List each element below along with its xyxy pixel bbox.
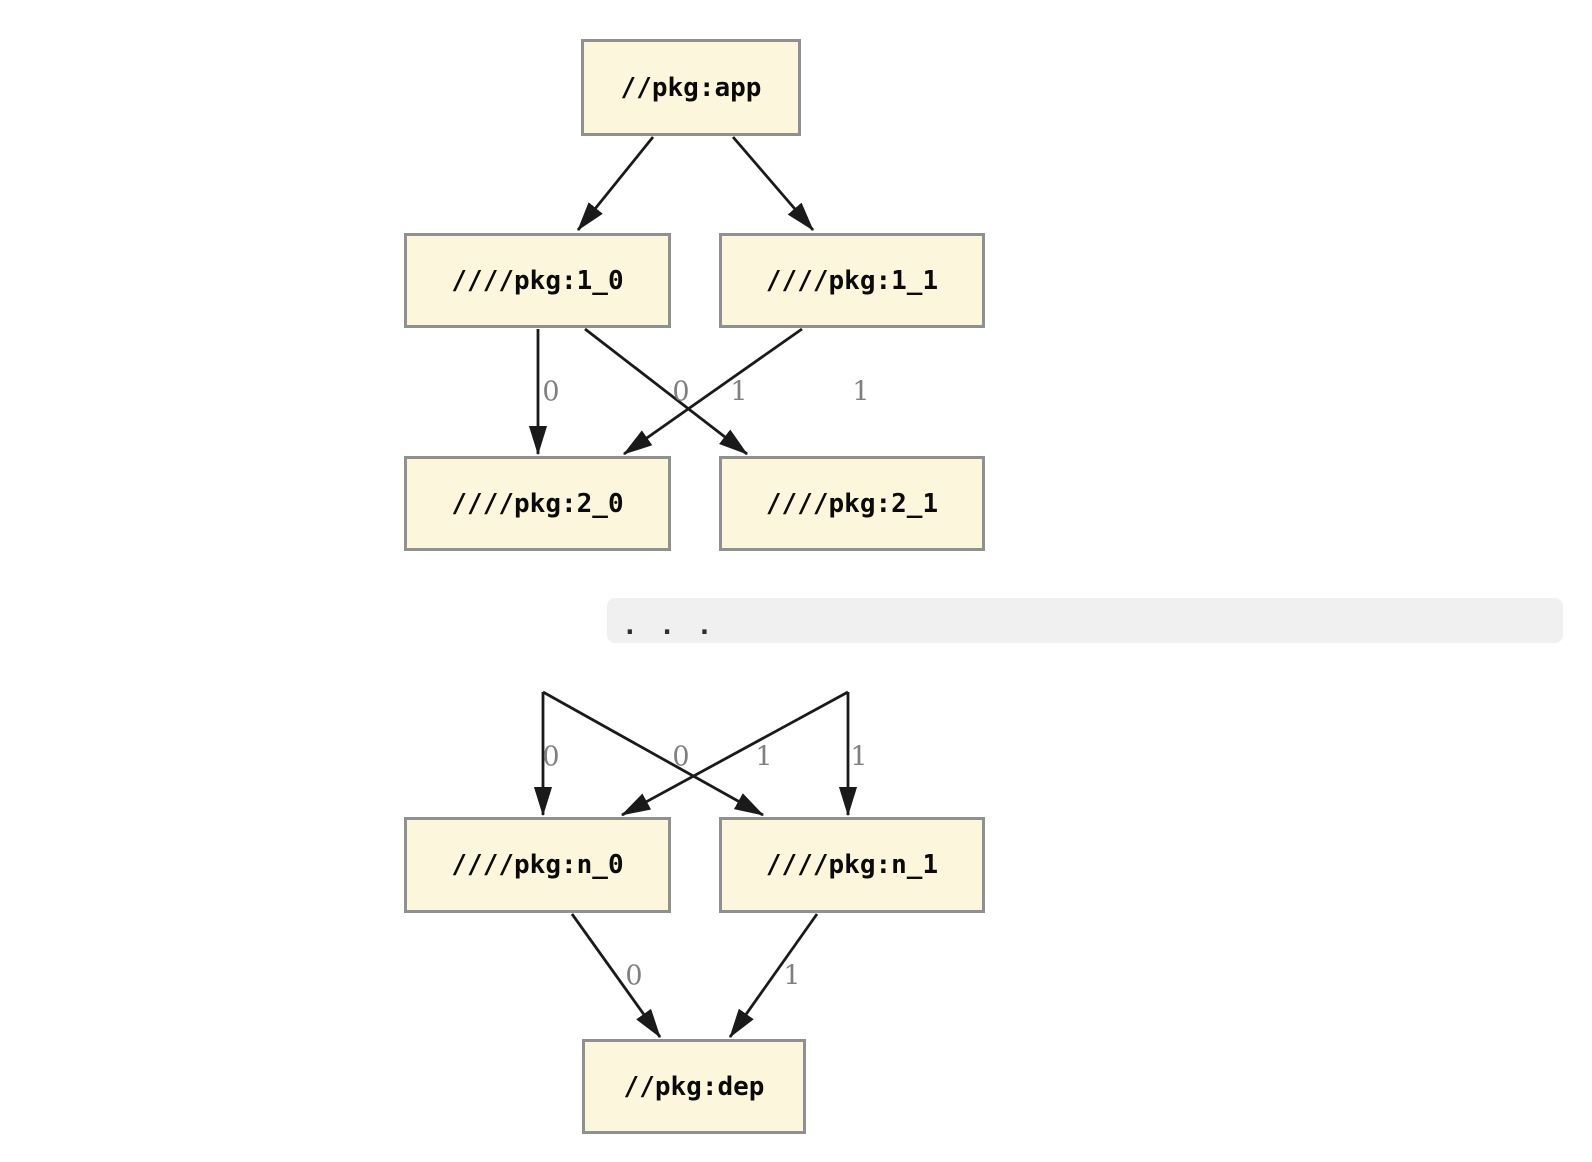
node-pkg-1_1-label: ////pkg:1_1 — [765, 265, 939, 296]
edge-1_0-to-2_1 — [584, 327, 748, 456]
node-pkg-app: //pkg:app — [581, 39, 801, 136]
edge-n_0-to-dep — [570, 913, 662, 1038]
node-pkg-app-label: //pkg:app — [620, 72, 762, 103]
edge-label-1_0-to-2_1: 1 — [730, 376, 748, 408]
ellipsis-text: . . . — [622, 610, 716, 641]
node-pkg-dep: //pkg:dep — [582, 1039, 806, 1134]
node-pkg-1_0: ////pkg:1_0 — [404, 233, 671, 328]
edge-label-mid-right-to-n_0: 0 — [672, 741, 690, 773]
ellipsis-band: . . . — [607, 598, 1563, 643]
edge-label-1_0-to-2_0: 0 — [542, 376, 560, 408]
node-pkg-n_0-label: ////pkg:n_0 — [451, 850, 624, 880]
node-pkg-n_1-label: ////pkg:n_1 — [765, 850, 939, 880]
edge-label-n_1-to-dep: 1 — [783, 960, 801, 992]
edge-1_1-to-2_0 — [623, 327, 803, 456]
edge-n_1-to-dep — [728, 913, 819, 1038]
node-pkg-n_1: ////pkg:n_1 — [719, 817, 985, 913]
node-pkg-1_1: ////pkg:1_1 — [719, 233, 985, 328]
node-pkg-dep-label: //pkg:dep — [623, 1071, 765, 1102]
node-pkg-2_1: ////pkg:2_1 — [719, 456, 985, 551]
node-pkg-2_1-label: ////pkg:2_1 — [765, 488, 939, 519]
edge-app-to-1_0 — [576, 136, 655, 231]
edge-app-to-1_1 — [731, 136, 815, 231]
node-pkg-n_0: ////pkg:n_0 — [404, 817, 671, 913]
edge-mid-left-to-n_1 — [542, 690, 765, 817]
node-pkg-1_0-label: ////pkg:1_0 — [451, 265, 624, 296]
edge-mid-right-to-n_0 — [620, 690, 849, 817]
edge-label-mid-left-to-n_1: 1 — [755, 741, 773, 773]
node-pkg-2_0: ////pkg:2_0 — [404, 456, 671, 551]
edge-label-mid-right-to-n_1: 1 — [850, 741, 868, 773]
node-pkg-2_0-label: ////pkg:2_0 — [451, 488, 624, 519]
edge-label-1_1-to-2_0: 0 — [672, 376, 690, 408]
edge-label-mid-left-to-n_0: 0 — [542, 741, 560, 773]
edge-label-n_0-to-dep: 0 — [625, 960, 643, 992]
edge-label-1_1-to-2_1: 1 — [852, 376, 870, 408]
